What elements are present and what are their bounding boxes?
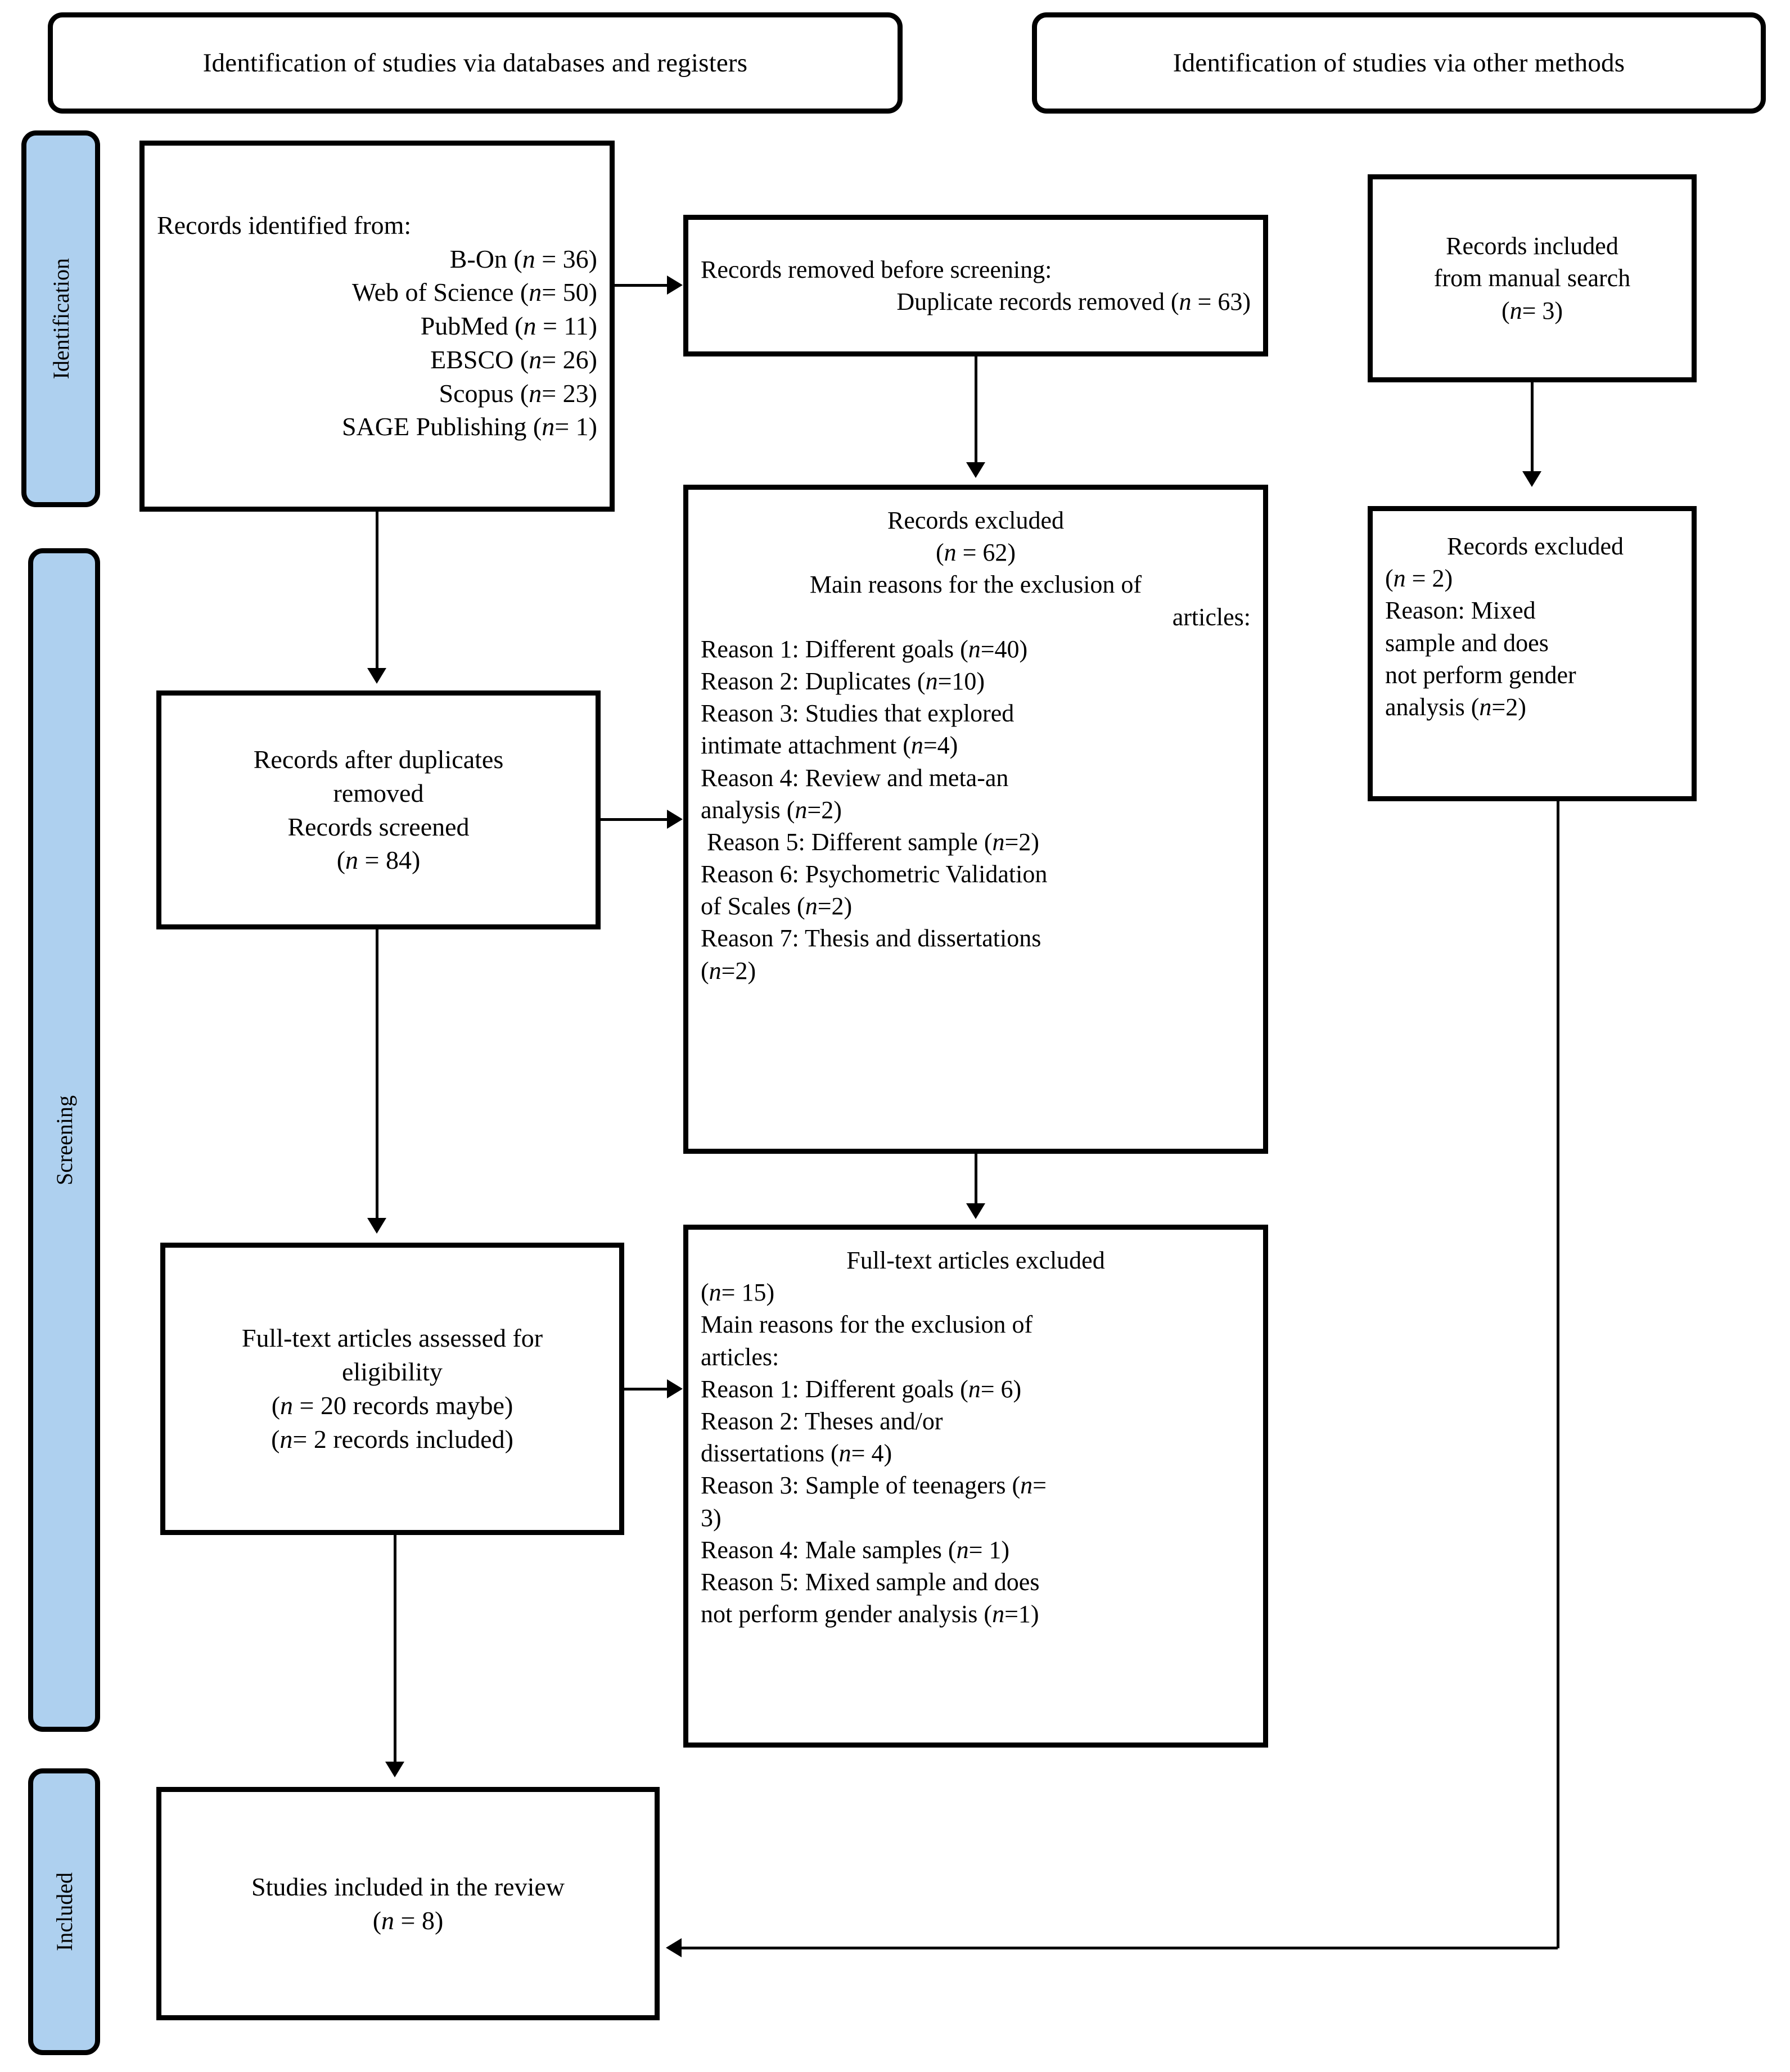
records-identified-source: EBSCO (n= 26) [430,345,597,374]
records-identified-source: SAGE Publishing (n= 1) [341,412,597,441]
fulltext-excluded-reason: not perform gender analysis (n=1) [701,1600,1039,1628]
records-excluded-manual-title: Records excluded [1441,532,1624,560]
records-excluded-reason: (n=2) [701,956,756,985]
header-other-methods: Identification of studies via other meth… [1032,12,1766,114]
connector-screened-to-fulltext [376,929,378,1219]
records-removed-line1: Records removed before screening: [701,255,1052,283]
records-excluded-reason: analysis (n=2) [701,796,842,824]
records-removed-line2: Duplicate records removed (n = 63) [896,288,1251,315]
fulltext-excluded-title: Full-text articles excluded [846,1247,1105,1274]
records-excluded-reason: Reason 7: Thesis and dissertations [701,924,1041,953]
box-records-identified: Records identified from: B-On (n = 36) W… [139,141,615,512]
box-records-excluded-manual: Records excluded (n = 2) Reason: Mixed s… [1368,506,1697,801]
records-identified-source: Scopus (n= 23) [439,378,598,408]
records-excluded-subtitle: Main reasons for the exclusion of [809,571,1142,599]
records-included-manual-line3: (n= 3) [1501,296,1563,324]
fulltext-excluded-subtitle: Main reasons for the exclusion of [701,1311,1033,1339]
records-excluded-reason: Reason 3: Studies that explored [701,699,1015,728]
fulltext-excluded-reason: Reason 4: Male samples (n= 1) [701,1536,1010,1564]
arrowhead-manual-excluded-to-studies-included [666,1938,682,1957]
header-databases-label: Identification of studies via databases … [202,48,748,78]
stage-included: Included [28,1768,100,2055]
records-excluded-title: Records excluded [887,507,1064,534]
fulltext-assessed-line1: Full-text articles assessed for [241,1324,543,1353]
connector-manual-excluded-left [682,1947,1558,1949]
records-excluded-reason: Reason 1: Different goals (n=40) [701,635,1028,663]
fulltext-excluded-subtitle-tail: articles: [701,1343,779,1371]
stage-identification-label: Identification [48,258,74,380]
records-excluded-manual-reason: not perform gender [1385,661,1576,689]
arrowhead-assessed-to-fulltext-excluded [667,1379,683,1398]
studies-included-line1: Studies included in the review [251,1872,565,1901]
arrowhead-excluded-to-fulltext-excluded [966,1203,985,1219]
connector-manual-excluded-down [1557,801,1559,1948]
connector-assessed-to-studies-included [394,1535,396,1763]
fulltext-excluded-reason: 3) [701,1504,722,1532]
fulltext-excluded-count: (n= 15) [701,1279,775,1307]
fulltext-excluded-reason: Reason 5: Mixed sample and does [701,1568,1040,1596]
connector-removed-to-excluded [975,356,977,463]
records-after-duplicates-line3: Records screened [287,812,470,841]
records-identified-title: Records identified from: [157,210,412,240]
connector-excluded-to-fulltext-excluded [975,1154,977,1204]
connector-identified-to-removed [615,284,668,287]
connector-identified-to-after-duplicates [376,512,378,669]
stage-screening: Screening [28,548,100,1732]
stage-included-label: Included [51,1872,77,1951]
fulltext-assessed-line2: eligibility [342,1357,443,1387]
records-excluded-count: (n = 62) [935,539,1016,567]
records-identified-source: PubMed (n = 11) [420,312,597,341]
records-after-duplicates-line1: Records after duplicates [253,744,504,774]
fulltext-excluded-reason: Reason 3: Sample of teenagers (n= [701,1471,1047,1500]
records-excluded-reason: Reason 5: Different sample (n=2) [701,828,1039,856]
records-included-manual-line2: from manual search [1433,264,1631,292]
connector-manual-included-to-excluded [1531,382,1534,472]
box-fulltext-assessed: Full-text articles assessed for eligibil… [160,1243,624,1535]
records-excluded-manual-reason: Reason: Mixed [1385,597,1536,625]
records-excluded-reason: Reason 6: Psychometric Validation [701,860,1048,888]
box-records-removed: Records removed before screening: Duplic… [683,215,1268,356]
stage-screening-label: Screening [51,1095,77,1185]
fulltext-excluded-reason: dissertations (n= 4) [701,1439,892,1468]
records-identified-source: B-On (n = 36) [449,244,597,273]
stage-identification: Identification [21,130,100,507]
box-records-after-duplicates: Records after duplicates removed Records… [156,690,601,929]
records-excluded-subtitle-tail: articles: [1172,603,1251,631]
records-included-manual-line1: Records included [1446,232,1618,260]
arrowhead-removed-to-excluded [966,462,985,478]
box-fulltext-excluded: Full-text articles excluded (n= 15) Main… [683,1225,1268,1748]
records-excluded-reason: Reason 4: Review and meta-an [701,764,1009,792]
arrowhead-assessed-to-studies-included [385,1762,404,1777]
box-records-excluded: Records excluded (n = 62) Main reasons f… [683,485,1268,1154]
records-excluded-manual-reason: sample and does [1385,629,1549,657]
arrowhead-manual-included-to-excluded [1522,471,1541,487]
box-records-included-manual: Records included from manual search (n= … [1368,174,1697,382]
records-after-duplicates-line4: (n = 84) [336,846,421,875]
arrowhead-screened-to-fulltext [367,1218,386,1234]
box-studies-included: Studies included in the review (n = 8) [156,1787,660,2020]
connector-screened-to-excluded [601,818,668,821]
header-other-methods-label: Identification of studies via other meth… [1173,48,1625,78]
arrowhead-screened-to-excluded [667,810,683,829]
studies-included-line2: (n = 8) [372,1906,444,1935]
records-excluded-manual-reason: analysis (n=2) [1385,693,1526,721]
records-excluded-reason: intimate attachment (n=4) [701,732,958,760]
fulltext-excluded-reason: Reason 2: Theses and/or [701,1407,943,1435]
connector-assessed-to-fulltext-excluded [624,1388,668,1391]
records-after-duplicates-line2: removed [333,778,424,807]
records-excluded-reason: of Scales (n=2) [701,892,853,920]
records-identified-source: Web of Science (n= 50) [351,278,597,307]
arrowhead-identified-to-after-duplicates [367,668,386,684]
fulltext-excluded-reason: Reason 1: Different goals (n= 6) [701,1375,1022,1403]
records-excluded-manual-count: (n = 2) [1385,565,1453,593]
fulltext-assessed-line4: (n= 2 records included) [271,1424,513,1453]
arrowhead-identified-to-removed [667,276,683,295]
fulltext-assessed-line3: (n = 20 records maybe) [271,1391,513,1420]
header-databases-registers: Identification of studies via databases … [48,12,903,114]
records-excluded-reason: Reason 2: Duplicates (n=10) [701,667,985,695]
